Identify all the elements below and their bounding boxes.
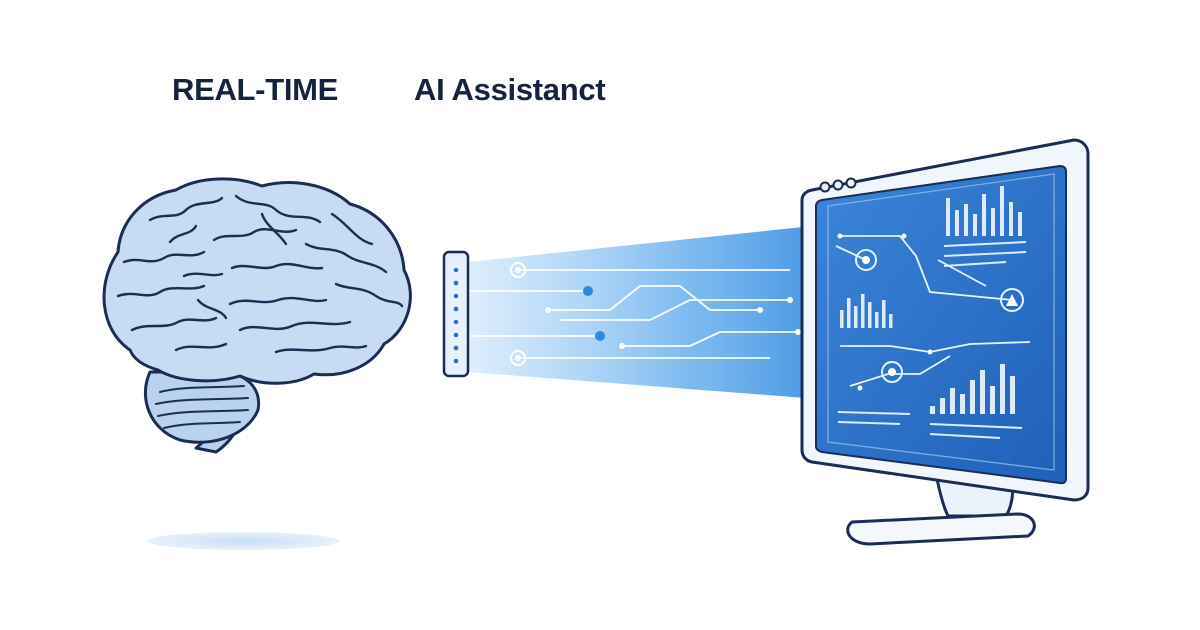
dashboard-nodes (837, 233, 1024, 391)
headline-real-time: REAL-TIME (172, 72, 339, 107)
dashboard-bars-left (840, 294, 893, 328)
dashboard-window (815, 164, 1067, 485)
dashboard-lines-top (943, 241, 1027, 267)
headline-ai-assistant: AI Assistanct (414, 72, 606, 107)
light-beam (468, 224, 832, 400)
window-dots (819, 177, 857, 193)
data-connector-icon (442, 250, 470, 378)
brain-shadow (147, 532, 339, 550)
data-streams (470, 269, 798, 359)
dashboard-lines-bottom (837, 411, 1023, 439)
brain-icon (102, 177, 412, 454)
stream-nodes (510, 262, 801, 366)
dashboard-bars-bottom (930, 364, 1015, 414)
dashboard-bars-top (946, 186, 1022, 236)
